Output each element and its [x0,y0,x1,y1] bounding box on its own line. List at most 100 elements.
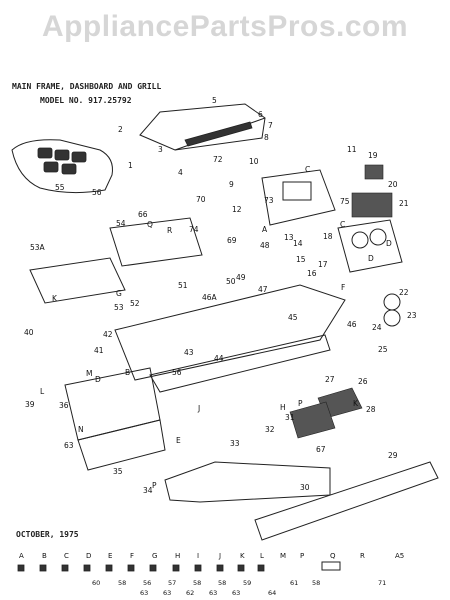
svg-text:30: 30 [300,483,310,492]
callout-labels: 1 2 3 4 5 6 7 8 9 10 11 12 13 14 15 16 1… [24,96,417,495]
svg-text:12: 12 [232,205,242,214]
svg-text:36: 36 [59,401,69,410]
svg-text:B: B [42,552,47,560]
svg-text:A: A [19,552,24,560]
svg-text:K: K [52,294,58,303]
svg-text:Q: Q [147,220,153,229]
floor-plate-54 [29,257,126,304]
model-number: MODEL NO. 917.25792 [40,96,132,105]
svg-text:43: 43 [184,348,194,357]
svg-text:62: 62 [186,589,194,597]
svg-text:D: D [95,375,101,384]
svg-text:63: 63 [163,589,171,597]
svg-text:29: 29 [388,451,398,460]
svg-text:47: 47 [258,285,268,294]
svg-text:19: 19 [368,151,378,160]
svg-text:D: D [386,239,392,248]
svg-text:56: 56 [172,368,182,377]
svg-text:C: C [305,165,310,174]
svg-text:53A: 53A [30,243,46,252]
svg-text:25: 25 [378,345,388,354]
svg-text:74: 74 [189,225,199,234]
svg-text:48: 48 [260,241,270,250]
svg-text:N: N [78,425,84,434]
svg-text:58: 58 [193,579,201,587]
svg-text:46: 46 [347,320,357,329]
svg-text:L: L [40,387,45,396]
svg-text:G: G [152,552,157,560]
svg-text:E: E [176,436,181,445]
svg-text:71: 71 [378,579,386,587]
svg-text:K: K [353,399,359,408]
svg-text:45: 45 [288,313,298,322]
seat-part [11,139,113,194]
svg-text:60: 60 [92,579,100,587]
svg-text:D: D [86,552,91,560]
svg-text:52: 52 [130,299,140,308]
svg-text:1: 1 [128,161,133,170]
svg-text:8: 8 [264,133,269,142]
floor-plate-55 [109,217,203,267]
svg-text:C: C [64,552,69,560]
svg-text:56: 56 [143,579,151,587]
svg-text:33: 33 [230,439,240,448]
svg-text:R: R [167,226,172,235]
svg-text:F: F [130,552,134,560]
grille-emblem [364,164,384,180]
svg-text:41: 41 [94,346,104,355]
svg-text:75: 75 [340,197,350,206]
tread-69 [289,401,336,439]
svg-text:P: P [300,552,304,560]
svg-text:2: 2 [118,125,123,134]
svg-text:F: F [341,283,345,292]
main-frame-part [64,284,346,471]
svg-text:26: 26 [358,377,368,386]
svg-text:20: 20 [388,180,398,189]
svg-text:63: 63 [64,441,74,450]
svg-text:17: 17 [318,260,328,269]
svg-text:18: 18 [323,232,333,241]
svg-text:56: 56 [92,188,102,197]
svg-text:42: 42 [103,330,113,339]
svg-text:24: 24 [372,323,382,332]
svg-text:13: 13 [284,233,294,242]
grill-housing-part [337,219,403,273]
svg-text:Q: Q [330,552,336,560]
svg-text:E: E [108,552,112,560]
svg-text:57: 57 [168,579,176,587]
svg-text:B: B [125,368,130,377]
svg-text:50: 50 [226,277,236,286]
svg-text:40: 40 [24,328,34,337]
svg-text:H: H [175,552,180,560]
svg-text:D: D [368,254,374,263]
svg-text:51: 51 [178,281,188,290]
svg-text:H: H [280,403,286,412]
svg-text:54: 54 [116,219,126,228]
svg-text:73: 73 [264,196,274,205]
svg-text:7: 7 [268,121,273,130]
svg-text:28: 28 [366,405,376,414]
svg-text:A: A [262,225,268,234]
svg-text:39: 39 [25,400,35,409]
svg-text:27: 27 [325,375,335,384]
svg-text:M: M [280,552,286,560]
svg-text:72: 72 [213,155,223,164]
svg-text:66: 66 [138,210,148,219]
svg-text:23: 23 [407,311,417,320]
svg-text:35: 35 [113,467,123,476]
svg-text:61: 61 [290,579,298,587]
svg-text:M: M [86,369,92,378]
svg-text:P: P [298,399,303,408]
svg-text:J: J [218,552,221,560]
svg-text:5: 5 [212,96,217,105]
svg-text:58: 58 [218,579,226,587]
watermark: AppliancePartsPros.com [41,10,409,43]
svg-text:15: 15 [296,255,306,264]
svg-text:59: 59 [243,579,251,587]
svg-text:3: 3 [158,145,163,154]
svg-text:44: 44 [214,354,224,363]
svg-text:49: 49 [236,273,246,282]
svg-text:64: 64 [268,589,276,597]
svg-text:C: C [340,220,345,229]
